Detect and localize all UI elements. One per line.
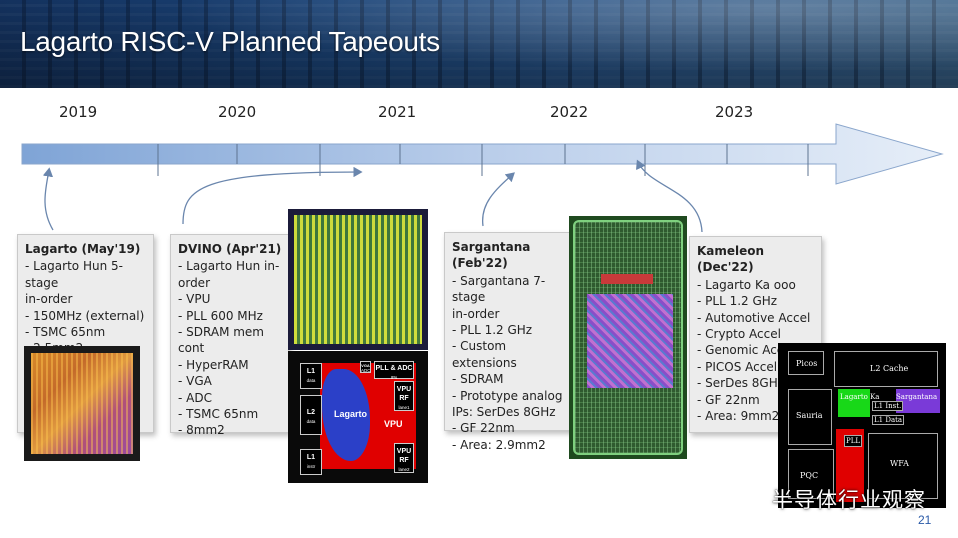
list-item: - Lagarto Hun 5-stage <box>25 259 123 290</box>
kameleon-floorplan: Picos L2 Cache Lagarto Ka Sargantana L1 … <box>778 343 946 508</box>
wechat-icon <box>740 490 766 508</box>
list-item: - GF 22nm <box>452 421 515 436</box>
kameleon-block-sauria: Sauria <box>796 411 823 420</box>
connector-arrow-kameleon <box>636 159 703 233</box>
kameleon-block-pqc: PQC <box>800 471 819 480</box>
year-label-2022: 2022 <box>550 103 589 121</box>
list-item: - SDRAM mem cont <box>178 325 264 356</box>
card-heading: Kameleon (Dec'22) <box>697 244 765 275</box>
year-label-2020: 2020 <box>218 103 257 121</box>
page-number: 21 <box>918 513 932 527</box>
kameleon-block-l1-data: L1 Data <box>872 415 905 425</box>
list-item: - Custom extensions <box>452 339 517 370</box>
wechat-watermark: 半导体行业观察 <box>740 484 926 514</box>
kameleon-block-sargantana: Sargantana <box>896 393 938 401</box>
kameleon-block-picos: Picos <box>796 359 818 368</box>
kameleon-block-wfa: WFA <box>890 459 909 468</box>
dvino-label-lagarto: Lagarto <box>334 409 368 419</box>
slide-title: Lagarto RISC-V Planned Tapeouts <box>20 26 440 57</box>
list-item: - PICOS Accel <box>697 359 778 374</box>
card-heading: DVINO (Apr'21) <box>178 242 282 256</box>
watermark-text: 半导体行业观察 <box>772 489 926 512</box>
lagarto-die-photo <box>24 346 140 461</box>
card-dvino: DVINO (Apr'21) - Lagarto Hun in- order -… <box>170 234 289 437</box>
card-heading: Lagarto (May'19) <box>25 242 141 256</box>
list-item: - Area: 2.9mm2 <box>452 437 546 452</box>
year-label-2023: 2023 <box>715 103 754 121</box>
connector-arrow-sargantana <box>481 172 515 227</box>
list-item: - PLL 600 MHz <box>178 308 263 323</box>
list-item: - Lagarto Hun in- <box>178 259 280 274</box>
list-item: order <box>178 275 210 290</box>
card-sargantana: Sargantana (Feb'22) - Sargantana 7-stage… <box>444 232 575 452</box>
list-item: IPs: SerDes 8GHz <box>452 405 556 420</box>
year-label-2021: 2021 <box>378 103 417 121</box>
list-item: - HyperRAM <box>178 357 249 372</box>
dvino-die-photo <box>288 209 428 350</box>
timeline-arrow <box>21 123 944 233</box>
kameleon-block-lagarto-ka: Lagarto Ka <box>840 393 880 401</box>
kameleon-block-l1-inst: L1 Inst. <box>872 401 904 411</box>
list-item: - TSMC 65nm <box>178 407 259 422</box>
banner-background-image <box>0 0 958 88</box>
year-label-2019: 2019 <box>59 103 98 121</box>
dvino-label-vpu: VPU <box>384 419 403 429</box>
list-item: - Automotive Accel <box>697 310 811 325</box>
kameleon-block-l2-cache: L2 Cache <box>870 364 909 373</box>
list-item: in-order <box>25 292 73 307</box>
list-item: - PLL 1.2 GHz <box>452 323 533 338</box>
list-item: - Genomic Accel <box>697 343 795 358</box>
list-item: - ADC <box>178 390 212 405</box>
list-item: in-order <box>452 306 500 321</box>
connector-arrow-dvino <box>182 166 363 225</box>
list-item: - VPU <box>178 292 211 307</box>
list-item: - 8mm2 <box>178 423 225 438</box>
list-item: - TSMC 65nm <box>25 325 106 340</box>
kameleon-block-pll: PLL <box>844 435 863 447</box>
list-item: - VGA <box>178 374 212 389</box>
list-item: - GF 22nm <box>697 392 760 407</box>
list-item: - 150MHz (external) <box>25 308 145 323</box>
list-item: - SerDes 8GHz <box>697 376 785 391</box>
list-item: - Crypto Accel <box>697 327 781 342</box>
card-heading: Sargantana (Feb'22) <box>452 240 531 271</box>
list-item: - Sargantana 7-stage <box>452 273 546 305</box>
list-item: - Prototype analog <box>452 388 563 403</box>
title-banner: Lagarto RISC-V Planned Tapeouts <box>0 0 958 88</box>
list-item: - PLL 1.2 GHz <box>697 294 778 309</box>
sargantana-die-photo <box>569 216 687 459</box>
connector-arrow-lagarto <box>42 167 54 231</box>
list-item: - SDRAM <box>452 372 504 387</box>
list-item: - Lagarto Ka ooo <box>697 277 796 292</box>
list-item: - Area: 9mm2 <box>697 409 780 424</box>
